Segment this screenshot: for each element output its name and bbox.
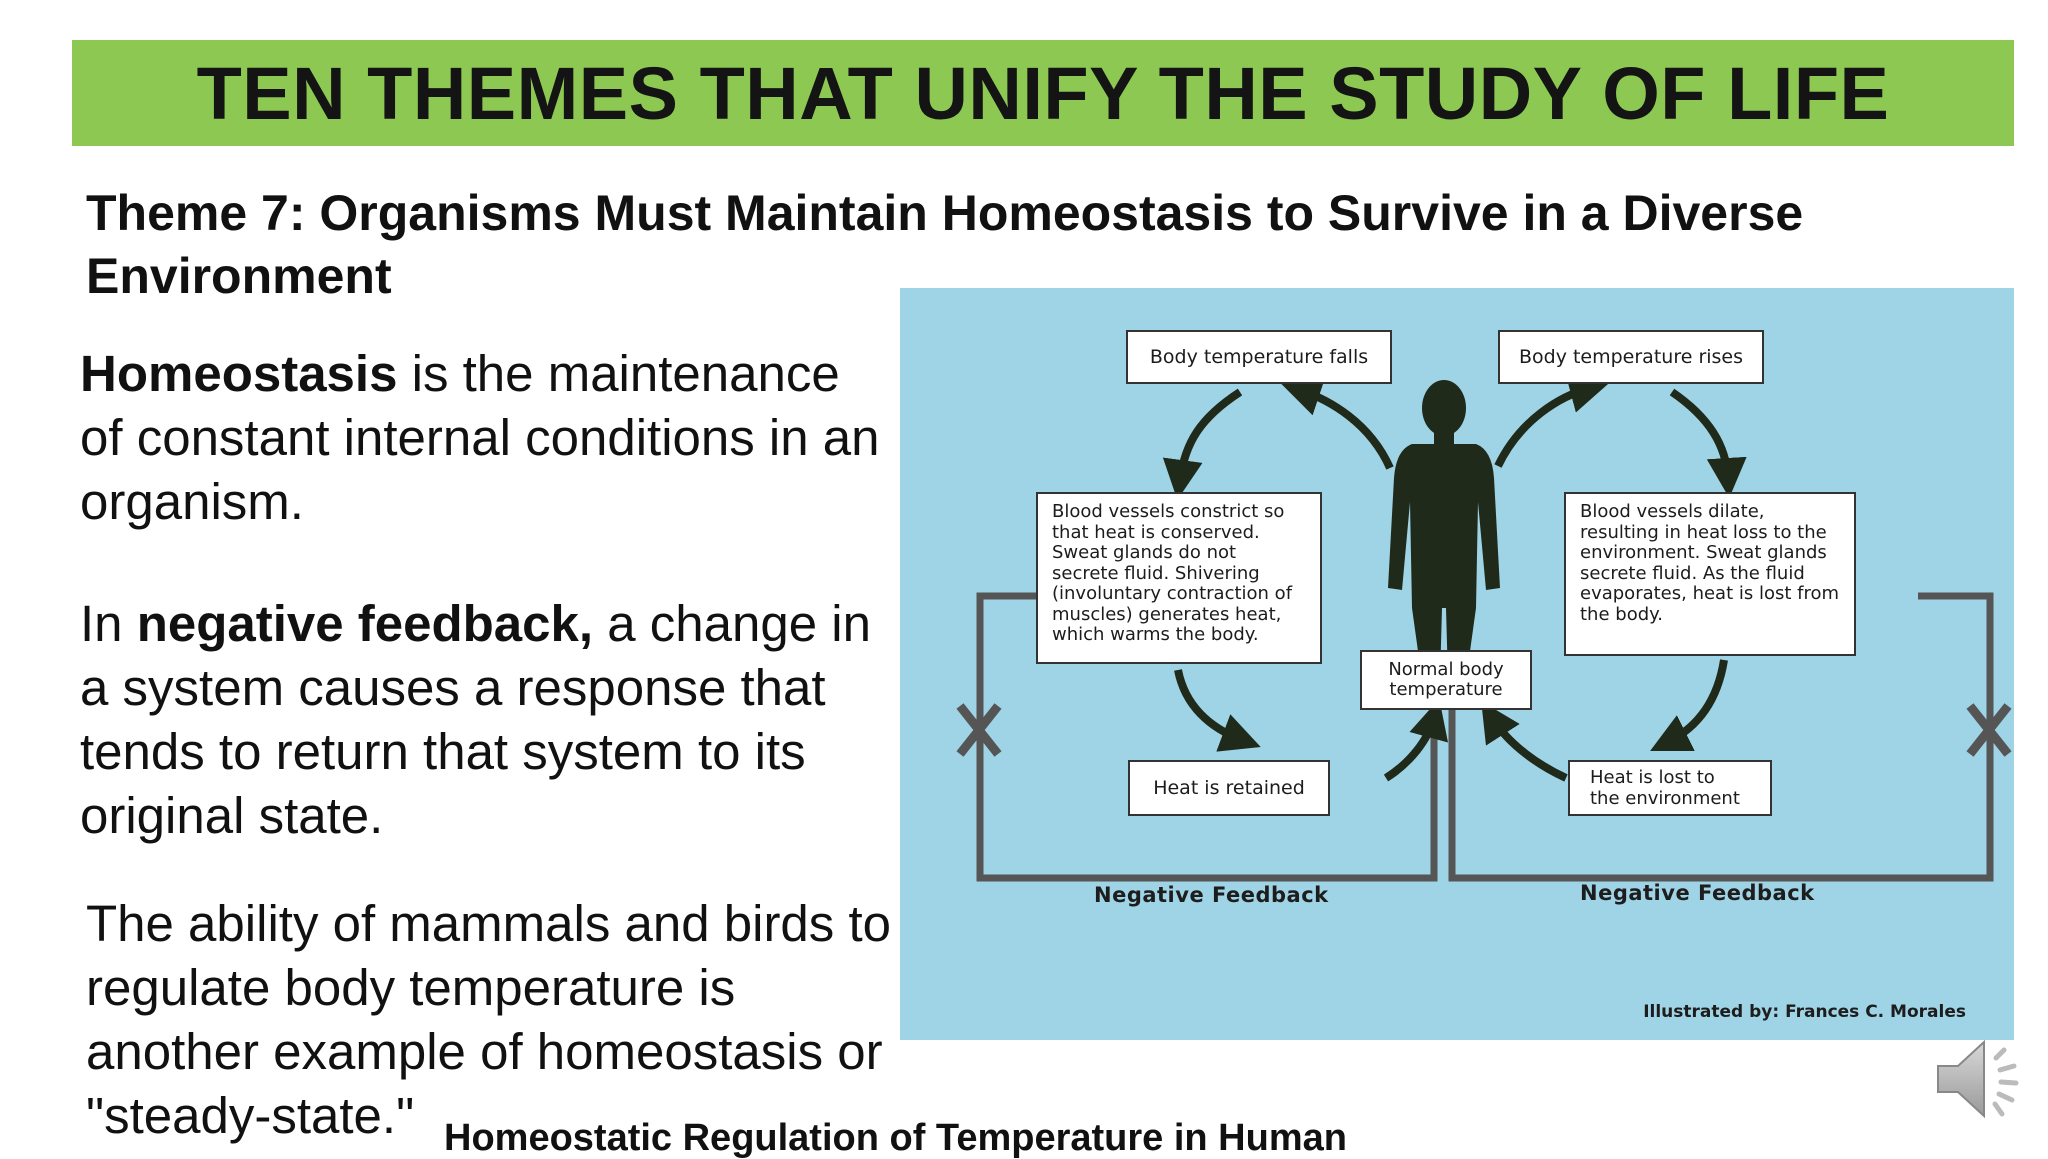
theme-subtitle: Theme 7: Organisms Must Maintain Homeost…	[86, 185, 1804, 304]
arrow-lost-to-normal	[1481, 701, 1568, 782]
homeostasis-definition: Homeostasis is the maintenance of consta…	[80, 342, 880, 534]
negative-feedback-definition: In negative feedback, a change in a syst…	[80, 592, 880, 848]
speaker-icon[interactable]	[1934, 1028, 2024, 1133]
arrow-retained-to-normal	[1383, 698, 1449, 782]
box-heat-retained: Heat is retained	[1128, 760, 1330, 816]
arrow-dilate-to-lost	[1650, 659, 1728, 751]
negative-feedback-text: a change in a system causes a response t…	[80, 595, 871, 844]
box-temperature-rises: Body temperature rises	[1498, 330, 1764, 384]
left-feedback-loop	[976, 592, 1438, 882]
title-banner: TEN THEMES THAT UNIFY THE STUDY OF LIFE	[72, 40, 2014, 146]
box-vessels-constrict: Blood vessels constrict so that heat is …	[1036, 492, 1322, 664]
homeostasis-term: Homeostasis	[80, 345, 398, 402]
arrow-falls-to-constrict	[1162, 388, 1243, 500]
mammals-birds-paragraph: The ability of mammals and birds to regu…	[86, 895, 891, 1144]
negative-feedback-pre: In	[80, 595, 137, 652]
diagram-graphics	[956, 373, 2012, 882]
right-x-mark	[1966, 703, 2012, 757]
human-silhouette-icon	[1388, 380, 1500, 680]
homeostasis-text: is the maintenance of constant internal …	[80, 345, 880, 530]
negative-feedback-label-right: Negative Feedback	[1580, 881, 1815, 905]
homeostasis-diagram: Body temperature falls Body temperature …	[900, 288, 2014, 1040]
negative-feedback-label-left: Negative Feedback	[1094, 883, 1329, 907]
box-vessels-dilate: Blood vessels dilate, resulting in heat …	[1564, 492, 1856, 656]
arrow-body-to-rises	[1494, 373, 1610, 468]
illustrator-credit: Illustrated by: Frances C. Morales	[1643, 1002, 1966, 1022]
box-normal-temperature: Normal body temperature	[1360, 650, 1532, 710]
box-temperature-falls: Body temperature falls	[1126, 330, 1392, 384]
box-heat-lost: Heat is lost to the environment	[1568, 760, 1772, 816]
right-feedback-loop	[1448, 592, 1994, 882]
slide-title: TEN THEMES THAT UNIFY THE STUDY OF LIFE	[196, 51, 1890, 135]
negative-feedback-term: negative feedback,	[136, 595, 594, 652]
left-x-mark	[956, 703, 1002, 757]
arrow-rises-to-dilate	[1669, 388, 1747, 498]
figure-caption: Homeostatic Regulation of Temperature in…	[444, 1117, 1347, 1159]
arrow-body-to-falls	[1281, 377, 1394, 470]
arrow-constrict-to-retained	[1174, 669, 1261, 752]
